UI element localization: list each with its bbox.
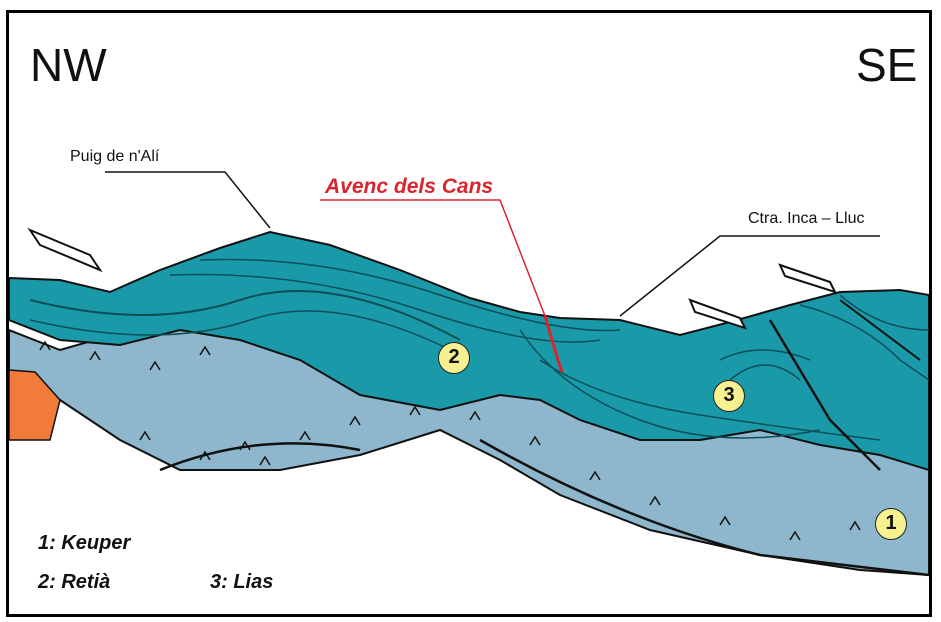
unit-marker-2: 2 — [438, 342, 470, 374]
direction-nw: NW — [30, 38, 107, 92]
peak-label: Puig de n'Alí — [70, 148, 159, 166]
direction-se: SE — [856, 38, 917, 92]
road-label: Ctra. Inca – Lluc — [748, 210, 865, 228]
legend-item-lias: 3: Lias — [210, 571, 273, 594]
cave-label: Avenc dels Cans — [325, 175, 493, 199]
legend-item-retia: 2: Retià — [38, 571, 110, 594]
peak-leader — [105, 172, 270, 228]
unit-marker-3: 3 — [713, 380, 745, 412]
unit-marker-1: 1 — [875, 508, 907, 540]
legend-item-keuper: 1: Keuper — [38, 532, 130, 555]
